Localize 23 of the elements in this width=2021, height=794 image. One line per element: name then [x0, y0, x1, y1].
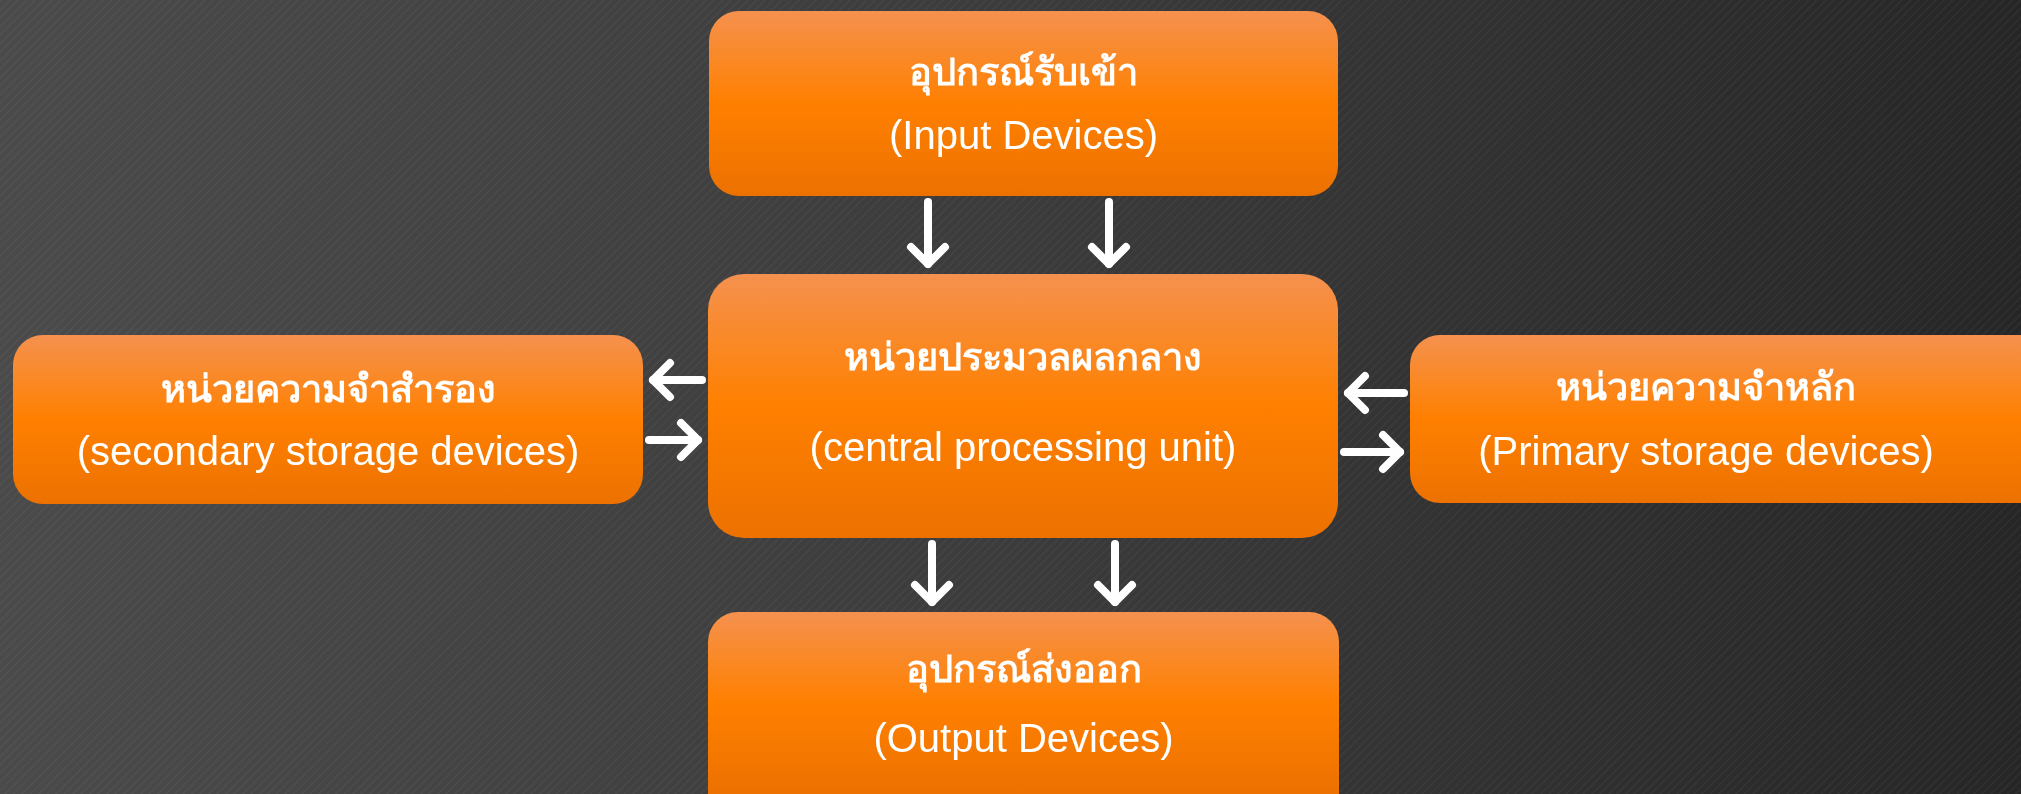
arrow	[1094, 540, 1136, 606]
unit-box	[13, 335, 643, 504]
unit-box	[708, 274, 1338, 538]
box-heading: หน่วยความจำสำรอง	[160, 366, 496, 412]
arrow	[649, 359, 706, 401]
box-subheading: (secondary storage devices)	[76, 427, 580, 474]
box-heading: หน่วยประมวลผลกลาง	[844, 335, 1202, 380]
arrow	[1088, 198, 1130, 268]
arrow	[1340, 431, 1404, 473]
box-subheading: (central processing unit)	[809, 424, 1237, 470]
box-subheading: (Output Devices)	[873, 714, 1174, 761]
arrow	[907, 198, 949, 268]
box-heading: หน่วยความจำหลัก	[1556, 365, 1856, 410]
unit-box	[709, 11, 1338, 196]
box-subheading: (Input Devices)	[889, 112, 1158, 158]
arrow	[911, 540, 953, 606]
arrow	[645, 419, 702, 461]
box-heading: อุปกรณ์รับเข้า	[909, 49, 1138, 95]
box-heading: อุปกรณ์ส่งออก	[905, 645, 1142, 692]
box-subheading: (Primary storage devices)	[1478, 428, 1934, 474]
unit-box	[1410, 335, 2021, 503]
unit-box	[708, 612, 1339, 794]
arrow	[1344, 372, 1408, 414]
